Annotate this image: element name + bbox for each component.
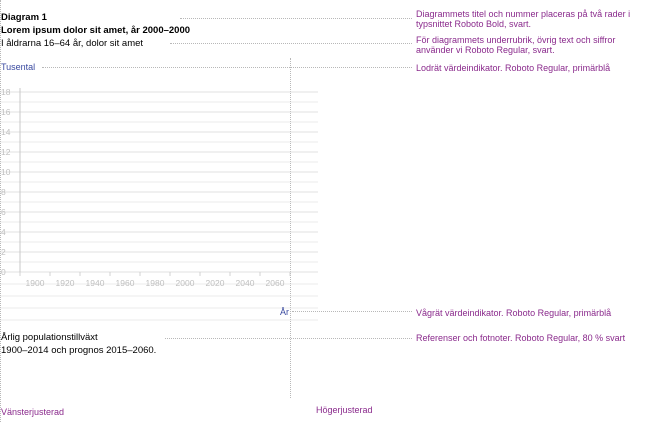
x-tick-label: 2020	[206, 278, 225, 288]
y-tick-label: 18	[1, 87, 11, 97]
chart-subtitle: I åldrarna 16–64 år, dolor sit amet	[1, 38, 144, 49]
x-tick-label: 1940	[86, 278, 105, 288]
horizontal-indicator-guide	[292, 311, 412, 312]
y-tick-label: 4	[1, 227, 6, 237]
right-aligned-label: Högerjusterad	[316, 405, 373, 415]
title-guide	[180, 18, 412, 19]
x-tick-label: 1900	[26, 278, 45, 288]
left-aligned-label: Vänsterjusterad	[1, 407, 65, 417]
annotation-subtitle: För diagrammets underrubrik, övrig text …	[416, 35, 616, 55]
y-tick-label: 14	[1, 127, 11, 137]
x-axis-label: År	[280, 307, 289, 317]
footnote-guide	[165, 338, 412, 339]
x-tick-label: 1980	[146, 278, 165, 288]
vertical-indicator-guide	[42, 67, 412, 68]
x-tick-label: 2000	[176, 278, 195, 288]
chart-plot: Tusental 0 2 4 6 8 10 12 14 16 18 1900 1920 1940 1960 1…	[0, 62, 318, 321]
chart-number: Diagram 1	[1, 12, 47, 23]
y-tick-label: 12	[1, 147, 11, 157]
annotation-title: Diagrammets titel och nummer placeras på…	[416, 9, 631, 29]
x-tick-label: 1920	[56, 278, 75, 288]
y-tick-label: 10	[1, 167, 11, 177]
y-tick-label: 0	[1, 267, 6, 277]
x-tick-label: 2060	[266, 278, 285, 288]
annotation-footnote: Referenser och fotnoter. Roboto Regular,…	[416, 333, 626, 343]
y-tick-label: 6	[1, 207, 6, 217]
left-align-guide	[0, 0, 1, 422]
x-tick-label: 2040	[236, 278, 255, 288]
annotation-vertical-indicator: Lodrät värdeindikator. Roboto Regular, p…	[416, 63, 611, 73]
footnote-line-1: Årlig populationstillväxt	[1, 332, 98, 343]
x-tick-label: 1960	[116, 278, 135, 288]
annotation-horizontal-indicator: Vågrät värdeindikator. Roboto Regular, p…	[416, 308, 612, 318]
y-axis-label: Tusental	[1, 62, 35, 72]
y-tick-label: 8	[1, 187, 6, 197]
y-tick-label: 2	[1, 247, 6, 257]
footnote-line-2: 1900–2014 och prognos 2015–2060.	[1, 345, 157, 356]
chart-title: Lorem ipsum dolor sit amet, år 2000–2000	[1, 25, 191, 36]
subtitle-guide	[170, 43, 412, 44]
y-tick-label: 16	[1, 107, 11, 117]
right-align-guide	[290, 58, 291, 398]
